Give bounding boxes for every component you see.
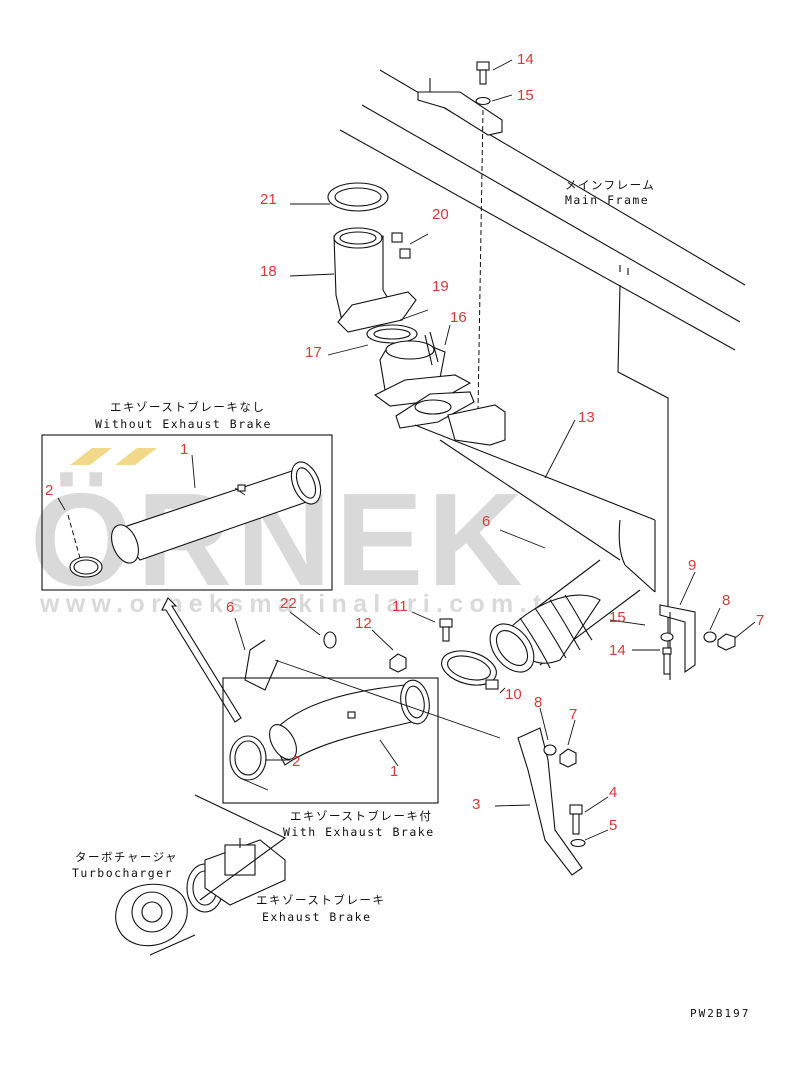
with-brake-label-jp: エキゾーストブレーキ付 — [290, 809, 432, 823]
part-callouts: 14 15 21 20 18 19 16 17 13 1 2 6 9 8 7 1… — [45, 51, 764, 834]
without-brake-label-en: Without Exhaust Brake — [95, 417, 272, 431]
callout-7-low: 7 — [569, 706, 577, 723]
callout-10: 10 — [505, 686, 522, 703]
callout-7-right: 7 — [756, 612, 764, 629]
callout-17: 17 — [305, 344, 322, 361]
main-frame — [339, 69, 746, 660]
callout-2-low: 2 — [292, 753, 300, 770]
bracket-3 — [517, 727, 586, 876]
callout-6-left: 6 — [226, 599, 234, 616]
callout-12: 12 — [355, 615, 372, 632]
callout-3: 3 — [472, 796, 480, 813]
watermark-accent-left — [70, 448, 112, 465]
exhaust-brake-label-jp: エキゾーストブレーキ — [256, 893, 385, 907]
text-labels: メインフレーム Main Frame エキゾーストブレーキなし Without … — [72, 178, 750, 1020]
clamp-10 — [389, 618, 499, 690]
bracket-9 — [659, 604, 736, 680]
without-brake-label-jp: エキゾーストブレーキなし — [110, 400, 265, 414]
callout-19: 19 — [432, 278, 449, 295]
callout-8-right: 8 — [722, 592, 730, 609]
with-brake-box — [222, 631, 501, 804]
callout-15-top: 15 — [517, 87, 534, 104]
callout-16: 16 — [450, 309, 467, 326]
drawing-code: PW2B197 — [690, 1007, 750, 1020]
pointer-arrow — [161, 597, 242, 723]
callout-18: 18 — [260, 263, 277, 280]
exhaust-brake-label-en: Exhaust Brake — [262, 910, 372, 924]
callout-13: 13 — [578, 409, 595, 426]
turbocharger-label-en: Turbocharger — [72, 866, 173, 880]
callout-14-right: 14 — [609, 642, 626, 659]
watermark-url: www.orneksmakinalari.com.tr — [39, 590, 563, 618]
main-frame-label-en: Main Frame — [565, 193, 649, 207]
callout-5: 5 — [609, 817, 617, 834]
callout-14-top: 14 — [517, 51, 534, 68]
callout-1-low: 1 — [390, 763, 398, 780]
watermark-accent-right — [115, 448, 157, 465]
callout-20: 20 — [432, 206, 449, 223]
callout-15-right: 15 — [609, 609, 626, 626]
without-brake-box — [41, 434, 333, 591]
bolt-14-top — [475, 61, 491, 411]
flexible-pipe — [489, 594, 601, 673]
callout-6-mid: 6 — [482, 513, 490, 530]
callout-22: 22 — [280, 595, 297, 612]
exhaust-stack-assembly — [327, 182, 475, 429]
callout-11: 11 — [392, 598, 408, 615]
main-frame-label-jp: メインフレーム — [565, 178, 655, 192]
turbocharger-label-jp: ターボチャージャ — [75, 850, 178, 864]
leader-lines — [57, 59, 756, 841]
callout-2-box: 2 — [45, 482, 53, 499]
brake-bracket-line — [194, 794, 287, 901]
with-brake-label-en: With Exhaust Brake — [283, 825, 435, 839]
callout-9: 9 — [688, 557, 696, 574]
callout-8-low: 8 — [534, 694, 542, 711]
callout-4: 4 — [609, 784, 617, 801]
callout-1-box: 1 — [180, 441, 188, 458]
callout-21: 21 — [260, 191, 277, 208]
